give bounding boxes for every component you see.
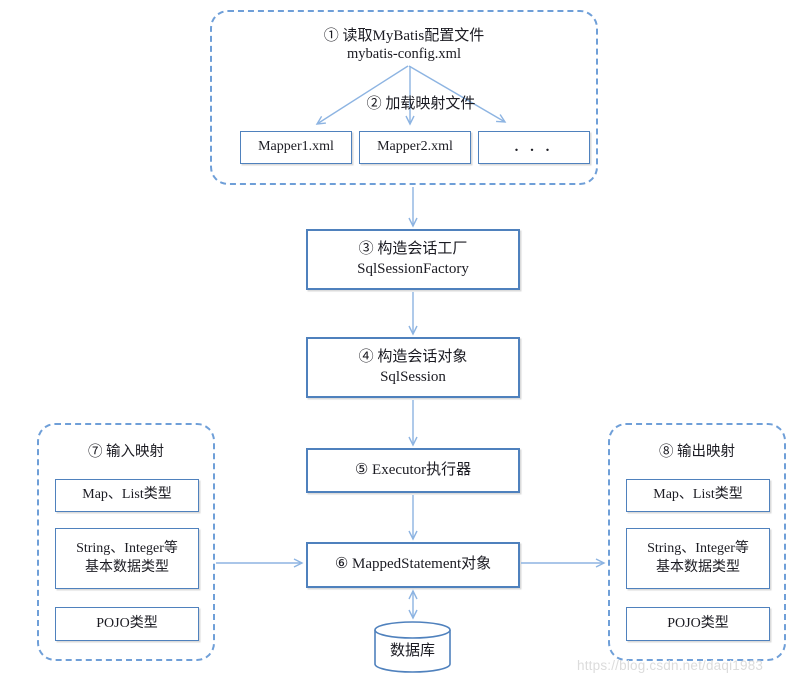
step6-label: ⑥ MappedStatement对象 [334,556,492,573]
step5-label: ⑤ Executor执行器 [354,461,472,478]
step2-label: ② 加载映射文件 [366,96,476,112]
input-mapping-group: ⑦ 输入映射 Map、List类型 String、Integer等 基本数据类型… [37,423,215,661]
csdn-watermark: https://blog.csdn.net/daqi1983 [577,658,764,673]
step4-classname: SqlSession [380,368,446,385]
input-map-list-box: Map、List类型 [55,479,199,512]
input-group-title: ⑦ 输入映射 [87,444,165,460]
step3-classname: SqlSessionFactory [357,260,469,277]
output-map-list-box: Map、List类型 [626,479,770,512]
input-primitive-box: String、Integer等 基本数据类型 [55,528,199,589]
mapper1-box: Mapper1.xml [240,131,352,164]
config-load-group: ① 读取MyBatis配置文件 mybatis-config.xml ② 加载映… [210,10,598,185]
step1-label: ① 读取MyBatis配置文件 [323,28,485,44]
sqlsession-box: ④ 构造会话对象 SqlSession [306,337,520,398]
mapper2-box: Mapper2.xml [359,131,471,164]
database-cylinder-icon [374,621,451,673]
database-cylinder: 数据库 [374,621,451,677]
output-group-title: ⑧ 输出映射 [658,444,736,460]
input-pojo-box: POJO类型 [55,607,199,641]
mapper-more-box: . . . [478,131,590,164]
output-pojo-box: POJO类型 [626,607,770,641]
step4-label: ④ 构造会话对象 [358,349,468,365]
step3-label: ③ 构造会话工厂 [358,241,468,257]
output-mapping-group: ⑧ 输出映射 Map、List类型 String、Integer等 基本数据类型… [608,423,786,661]
executor-box: ⑤ Executor执行器 [306,448,520,493]
config-filename-label: mybatis-config.xml [347,46,461,62]
output-primitive-box: String、Integer等 基本数据类型 [626,528,770,589]
sqlsessionfactory-box: ③ 构造会话工厂 SqlSessionFactory [306,229,520,290]
database-label: 数据库 [389,643,435,659]
mappedstatement-box: ⑥ MappedStatement对象 [306,542,520,588]
